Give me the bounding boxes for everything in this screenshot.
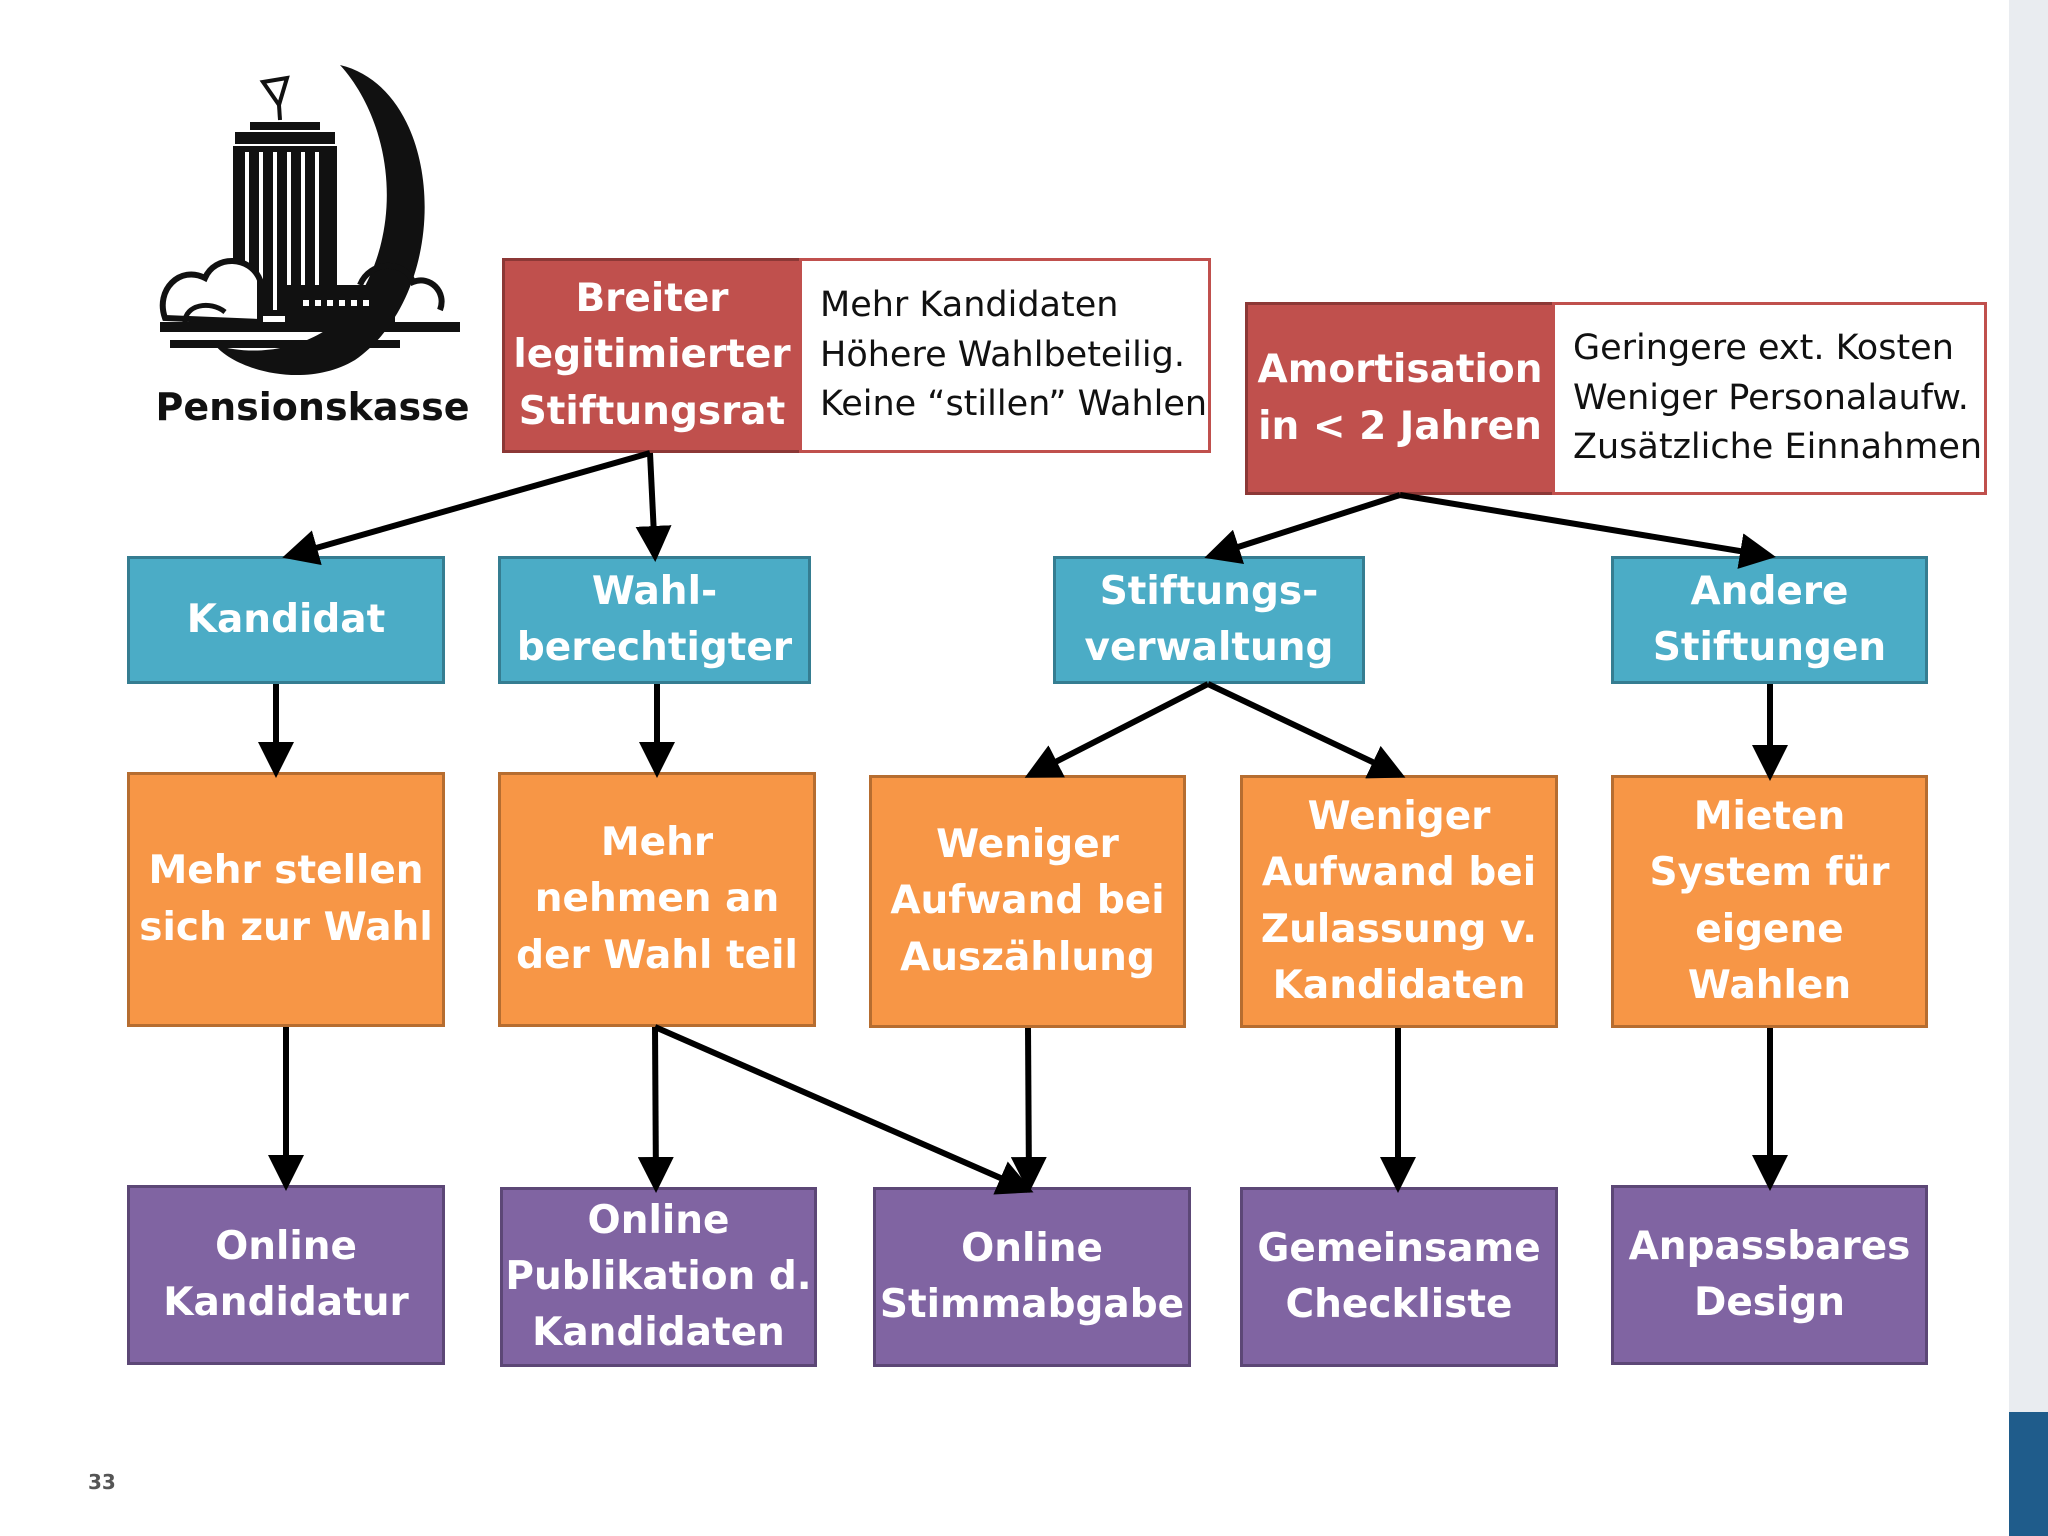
page-number: 33 [88, 1470, 116, 1494]
goal-note-1: Mehr Kandidaten Höhere Wahlbeteilig. Kei… [799, 258, 1211, 453]
effect-box-1: Mehr stellen sich zur Wahl [127, 772, 445, 1027]
feature-box-4: Gemeinsame Checkliste [1240, 1187, 1558, 1367]
feature-box-2: Online Publikation d. Kandidaten [500, 1187, 817, 1367]
effect-box-5: Mieten System für eigene Wahlen [1611, 775, 1928, 1028]
arrow-goal2-andere-stiftungen [1399, 492, 1776, 569]
feature-box-3: Online Stimmabgabe [873, 1187, 1191, 1367]
right-sidebar-band [2009, 0, 2048, 1536]
arrow-goal2-stiftungsverwaltung [1204, 492, 1401, 564]
effect-box-4: Weniger Aufwand bei Zulassung v. Kandida… [1240, 775, 1558, 1028]
arrow-goal1-kandidat [282, 450, 651, 566]
feature-box-1: Online Kandidatur [127, 1185, 445, 1365]
goal-box-1: Breiter legitimierter Stiftungsrat [502, 258, 802, 453]
arrow-stiftungsverwaltung-effect3 [1024, 681, 1210, 778]
arrow-effect2-feature2 [637, 1026, 674, 1193]
stakeholder-box-stiftungsverwaltung: Stiftungs- verwaltung [1053, 556, 1365, 684]
arrow-effect2-feature3 [653, 1024, 1034, 1195]
goal-note-2: Geringere ext. Kosten Weniger Personalau… [1552, 302, 1987, 495]
arrow-effect3-feature3 [1010, 1027, 1047, 1193]
logo-label: Pensionskasse [155, 385, 470, 429]
goal-box-2: Amortisation in < 2 Jahren [1245, 302, 1555, 495]
building-logo-icon [159, 65, 460, 376]
arrow-stiftungsverwaltung-effect4 [1206, 681, 1406, 779]
effect-box-3: Weniger Aufwand bei Auszählung [869, 775, 1186, 1028]
arrow-goal1-wahlberechtigter [635, 452, 672, 562]
stakeholder-box-wahlberechtigter: Wahl- berechtigter [498, 556, 811, 684]
right-accent-bar [2009, 1412, 2048, 1536]
